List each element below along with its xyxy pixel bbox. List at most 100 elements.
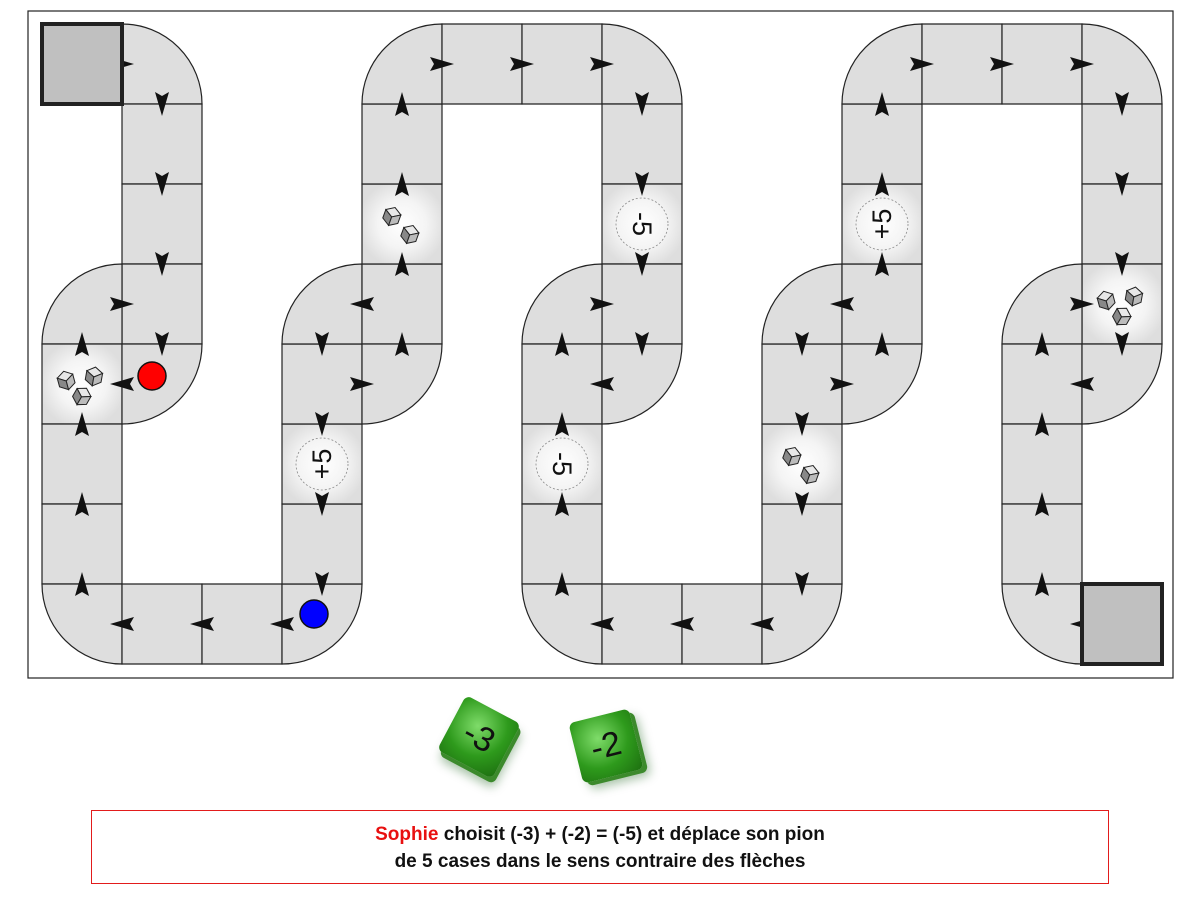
direction-arrow-icon [395, 92, 409, 116]
board-cell[interactable] [521, 263, 603, 345]
direction-arrow-icon [190, 617, 214, 631]
plus-five-label: +5 [867, 209, 897, 240]
direction-arrow-icon [1070, 377, 1094, 391]
direction-arrow-icon [110, 617, 134, 631]
cube-icon [84, 366, 104, 387]
direction-arrow-icon [875, 252, 889, 276]
board-cell[interactable] [1001, 263, 1083, 345]
board-cell[interactable] [121, 23, 203, 105]
caption-line-1-text: choisit (-3) + (-2) = (-5) et déplace so… [438, 824, 825, 845]
die-value: -2 [586, 723, 626, 768]
direction-arrow-icon [830, 297, 854, 311]
direction-arrow-icon [315, 332, 329, 356]
direction-arrow-icon [350, 297, 374, 311]
direction-arrow-icon [990, 57, 1014, 71]
cube-icon [1124, 286, 1144, 307]
board-cell[interactable] [761, 583, 843, 665]
direction-arrow-icon [270, 617, 294, 631]
direction-arrow-icon [395, 332, 409, 356]
direction-arrow-icon [155, 172, 169, 196]
cube-icon [1096, 290, 1116, 311]
board-cell[interactable] [361, 23, 443, 105]
direction-arrow-icon [590, 297, 614, 311]
board-cell[interactable] [41, 263, 123, 345]
direction-arrow-icon [75, 572, 89, 596]
cube-icon [72, 387, 92, 406]
plus-five-label: +5 [307, 449, 337, 480]
caption-line-1: Sophie choisit (-3) + (-2) = (-5) et dép… [92, 821, 1108, 848]
direction-arrow-icon [875, 92, 889, 116]
direction-arrow-icon [155, 252, 169, 276]
player-name: Sophie [375, 824, 439, 845]
board-cell[interactable] [1081, 23, 1163, 105]
die-minus-3[interactable]: -3 [437, 695, 521, 779]
direction-arrow-icon [1115, 172, 1129, 196]
direction-arrow-icon [795, 492, 809, 516]
direction-arrow-icon [1115, 332, 1129, 356]
direction-arrow-icon [1035, 332, 1049, 356]
board-cell[interactable] [1081, 343, 1163, 425]
bonus-circle [535, 437, 589, 491]
game-board: +5 -5 -5 +5 [27, 10, 1174, 679]
direction-arrow-icon [395, 252, 409, 276]
direction-arrow-icon [670, 617, 694, 631]
board-cell[interactable] [601, 343, 683, 425]
direction-arrow-icon [590, 57, 614, 71]
direction-arrow-icon [750, 617, 774, 631]
direction-arrow-icon [1035, 412, 1049, 436]
direction-arrow-icon [430, 57, 454, 71]
direction-arrow-icon [795, 412, 809, 436]
minus-five-label: -5 [627, 212, 657, 236]
board-cell[interactable] [41, 583, 123, 665]
direction-arrow-icon [155, 92, 169, 116]
board-cell[interactable] [761, 263, 843, 345]
direction-arrow-icon [1035, 572, 1049, 596]
minus-five-label: -5 [547, 452, 577, 476]
cube-icon [382, 206, 402, 227]
direction-arrow-icon [1115, 92, 1129, 116]
direction-arrow-icon [795, 572, 809, 596]
direction-arrow-icon [590, 377, 614, 391]
direction-arrow-icon [830, 377, 854, 391]
board-cell[interactable] [281, 263, 363, 345]
bonus-circle [855, 197, 909, 251]
direction-arrow-icon [910, 57, 934, 71]
bonus-circle [295, 437, 349, 491]
direction-arrow-icon [110, 377, 134, 391]
move-explanation: Sophie choisit (-3) + (-2) = (-5) et dép… [91, 810, 1109, 884]
direction-arrow-icon [1070, 57, 1094, 71]
direction-arrow-icon [555, 332, 569, 356]
board-cell[interactable] [601, 23, 683, 105]
direction-arrow-icon [555, 412, 569, 436]
board-cell[interactable] [841, 23, 923, 105]
finish-square [1080, 582, 1164, 666]
board-cell[interactable] [361, 343, 443, 425]
direction-arrow-icon [1035, 492, 1049, 516]
board-cell[interactable] [521, 583, 603, 665]
red-pawn[interactable] [137, 361, 167, 391]
board-cell[interactable] [841, 343, 923, 425]
direction-arrow-icon [555, 572, 569, 596]
direction-arrow-icon [875, 332, 889, 356]
cube-icon [800, 464, 820, 485]
direction-arrow-icon [635, 332, 649, 356]
direction-arrow-icon [315, 572, 329, 596]
direction-arrow-icon [155, 332, 169, 356]
caption-line-2: de 5 cases dans le sens contraire des fl… [394, 851, 806, 872]
start-square [40, 22, 124, 106]
direction-arrow-icon [635, 172, 649, 196]
direction-arrow-icon [75, 332, 89, 356]
die-minus-2[interactable]: -2 [568, 708, 644, 784]
direction-arrow-icon [590, 617, 614, 631]
direction-arrow-icon [510, 57, 534, 71]
cube-icon [56, 370, 76, 391]
blue-pawn[interactable] [299, 599, 329, 629]
cube-icon [1112, 307, 1132, 326]
direction-arrow-icon [555, 492, 569, 516]
direction-arrow-icon [875, 172, 889, 196]
direction-arrow-icon [635, 92, 649, 116]
direction-arrow-icon [1115, 252, 1129, 276]
board-cell[interactable] [1001, 583, 1083, 665]
direction-arrow-icon [315, 492, 329, 516]
direction-arrow-icon [110, 297, 134, 311]
